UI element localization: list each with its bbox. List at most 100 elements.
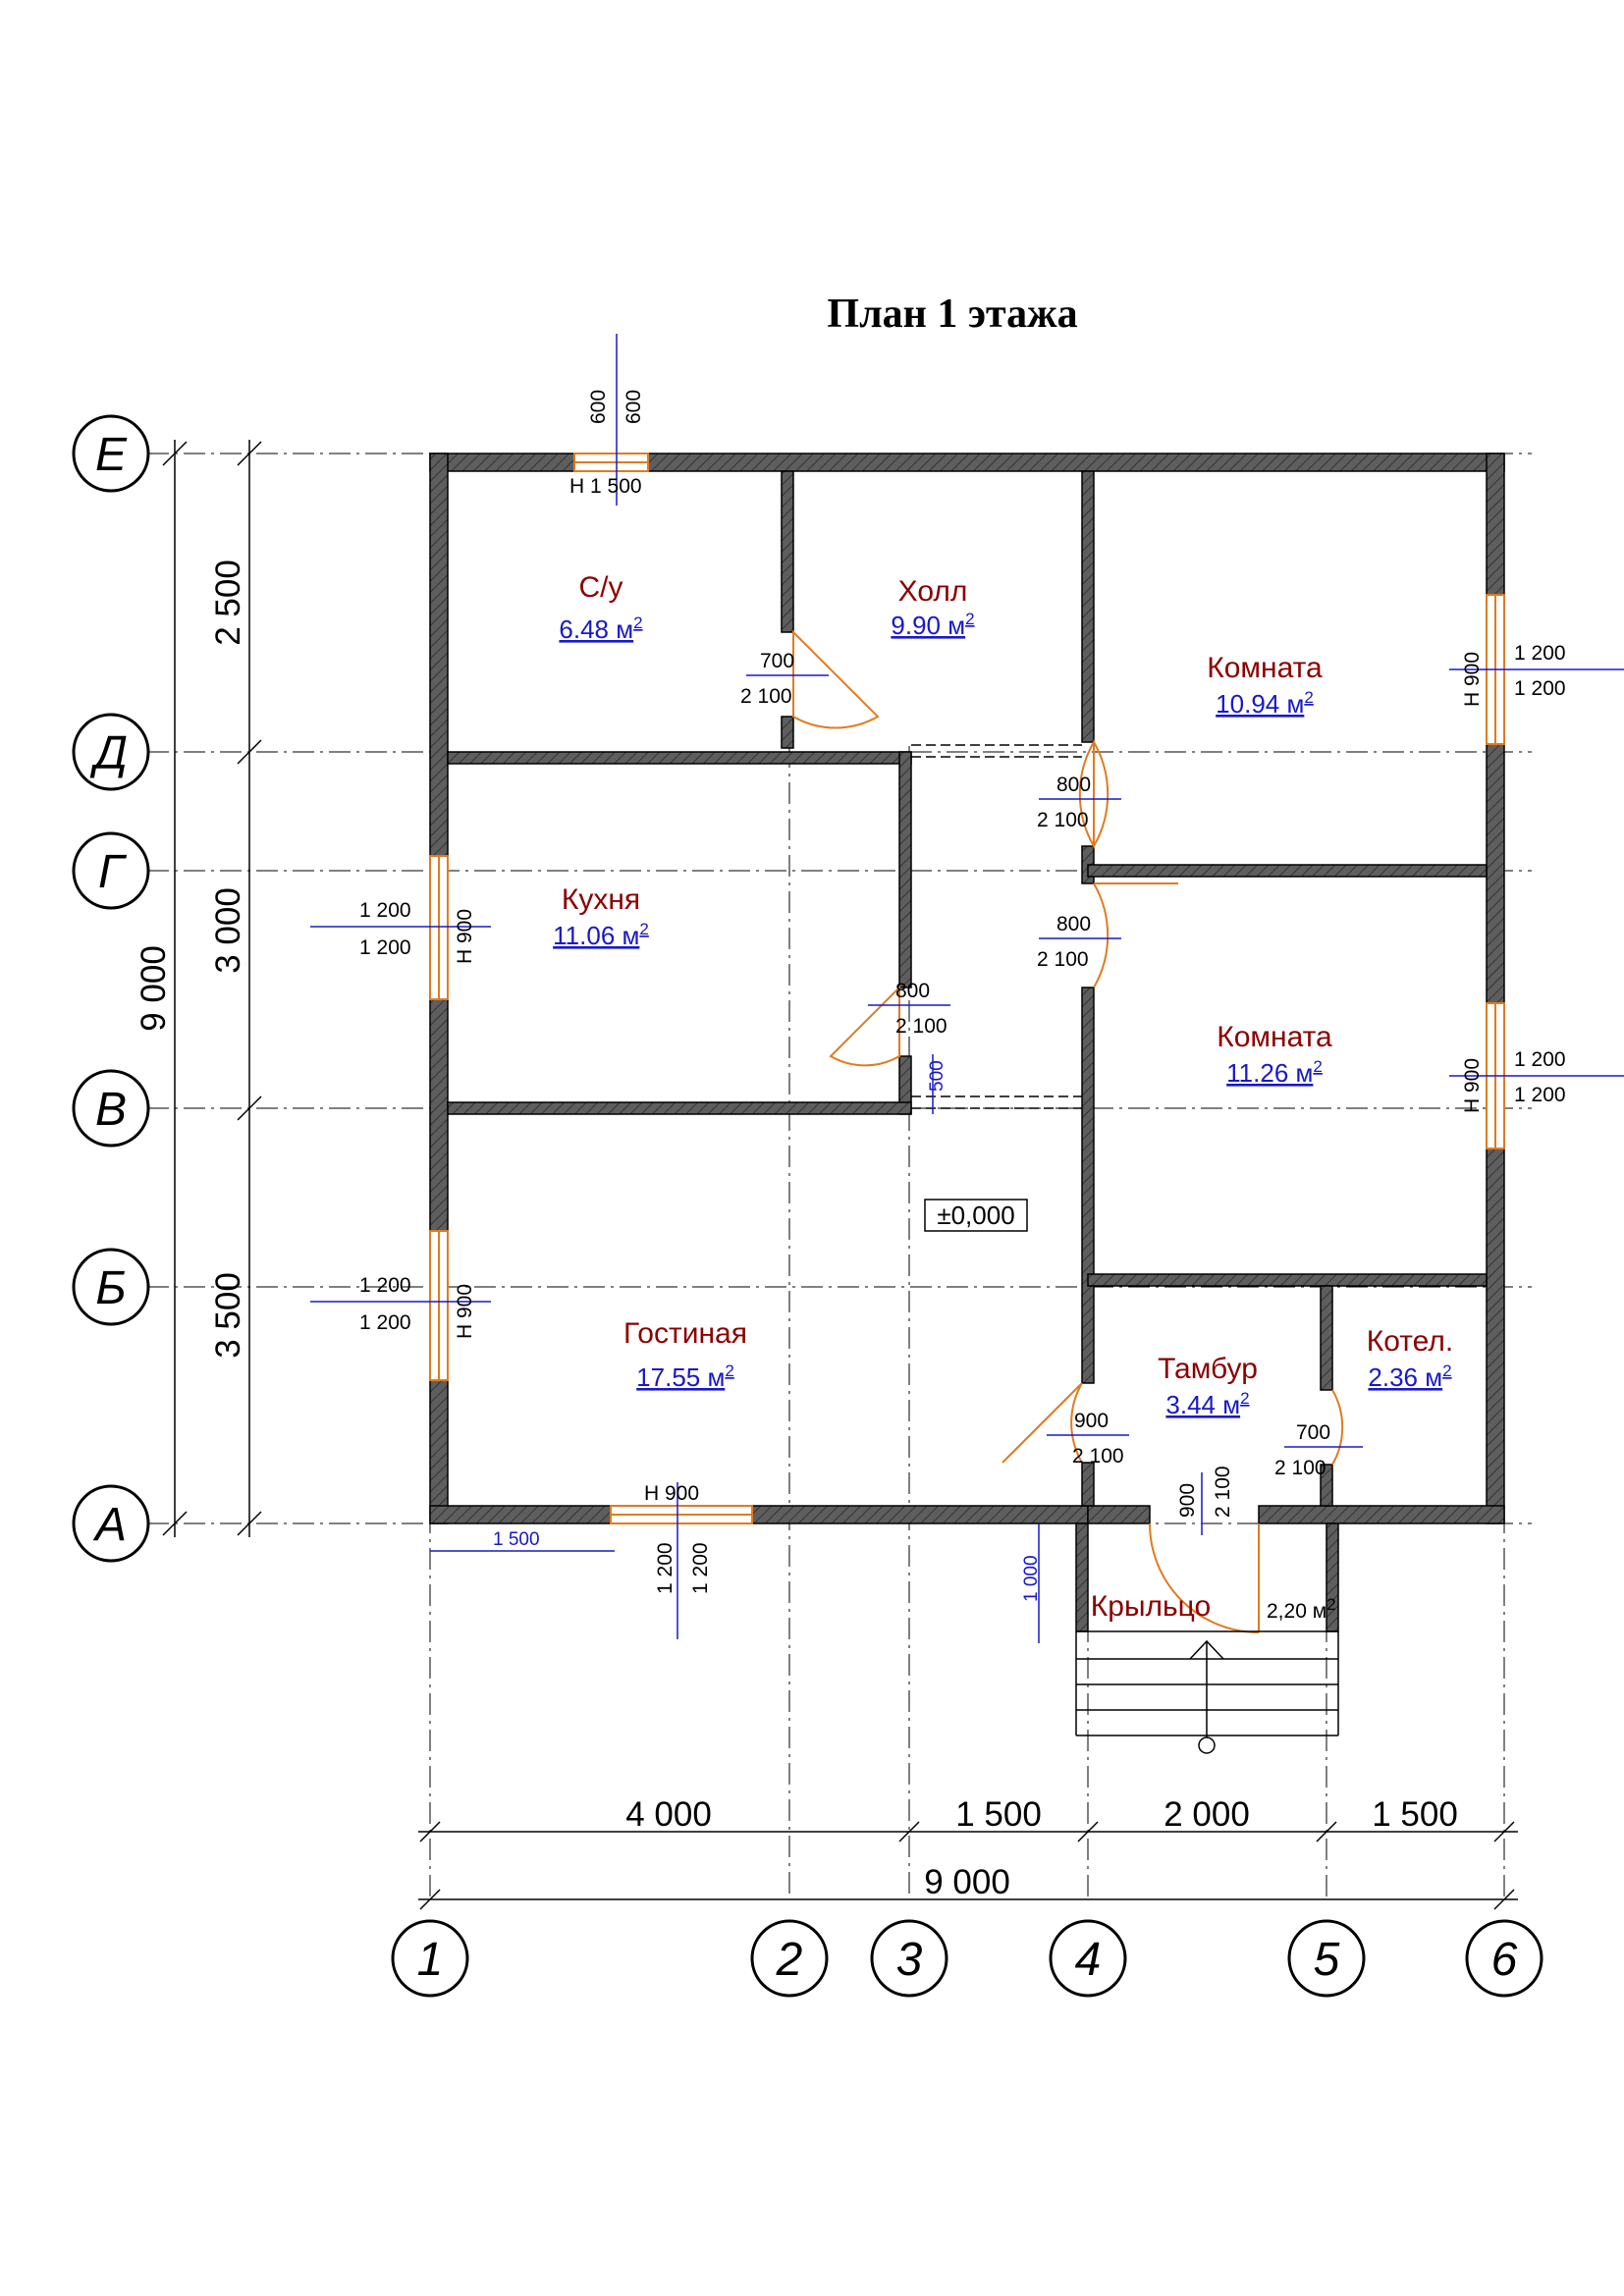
svg-text:1 200: 1 200 xyxy=(359,936,411,959)
left-dimensions xyxy=(162,440,262,1537)
svg-text:1 200: 1 200 xyxy=(1514,1048,1566,1071)
opening-lines xyxy=(911,744,1082,1109)
bottom-dimensions xyxy=(418,1821,1518,1910)
svg-text:Тамбур: Тамбур xyxy=(1158,1353,1258,1385)
dim-bottom-segment-1: 4 000 xyxy=(625,1795,712,1834)
svg-text:600: 600 xyxy=(623,390,645,424)
svg-text:1 200: 1 200 xyxy=(654,1542,677,1594)
axis-marker-E: Е xyxy=(72,414,150,493)
window-top xyxy=(573,453,649,472)
grid-lines xyxy=(147,453,1532,1899)
svg-text:А: А xyxy=(92,1499,127,1551)
svg-text:1 200: 1 200 xyxy=(359,899,411,922)
svg-text:Крыльцо: Крыльцо xyxy=(1091,1590,1211,1623)
svg-text:5: 5 xyxy=(1314,1934,1340,1986)
svg-text:±0,000: ±0,000 xyxy=(937,1201,1014,1230)
svg-text:Е: Е xyxy=(95,429,128,481)
axis-marker-5: 5 xyxy=(1287,1919,1366,1998)
room-porch: Крыльцо 2,20 м2 xyxy=(1091,1590,1336,1623)
svg-text:2 100: 2 100 xyxy=(1037,809,1089,831)
window-left-upper xyxy=(429,855,449,1000)
dim-left-segment-1: 2 500 xyxy=(209,560,247,646)
svg-text:2.36 м2: 2.36 м2 xyxy=(1368,1362,1451,1392)
room-bedroom-lower: Комната 11.26 м2 xyxy=(1217,1021,1332,1088)
svg-text:Холл: Холл xyxy=(898,575,968,608)
svg-text:Н 900: Н 900 xyxy=(454,1284,476,1339)
svg-text:1 200: 1 200 xyxy=(1514,642,1566,665)
axis-marker-1: 1 xyxy=(391,1919,469,1998)
axis-marker-2: 2 xyxy=(750,1919,829,1998)
svg-text:1 200: 1 200 xyxy=(689,1542,712,1594)
blue-dim-lines xyxy=(310,334,1624,1643)
svg-text:800: 800 xyxy=(895,980,930,1002)
svg-text:Г: Г xyxy=(98,846,128,898)
room-bedroom-upper: Комната 10.94 м2 xyxy=(1207,652,1323,719)
svg-text:Н 900: Н 900 xyxy=(644,1482,699,1505)
door-tambur xyxy=(1070,1382,1083,1464)
col-axis-markers: 1 2 3 4 5 6 xyxy=(391,1919,1543,1998)
svg-text:1 500: 1 500 xyxy=(493,1529,540,1550)
dim-left-segment-3: 3 500 xyxy=(209,1272,247,1359)
svg-text:6: 6 xyxy=(1491,1934,1518,1986)
svg-text:Комната: Комната xyxy=(1217,1021,1332,1053)
svg-text:11.26 м2: 11.26 м2 xyxy=(1226,1057,1323,1088)
svg-text:800: 800 xyxy=(1056,913,1091,935)
svg-text:2 100: 2 100 xyxy=(1072,1445,1124,1468)
axis-marker-V: В xyxy=(72,1069,150,1148)
dim-left-segment-2: 3 000 xyxy=(209,887,247,974)
svg-text:10.94 м2: 10.94 м2 xyxy=(1216,688,1314,719)
room-labels: С/у 6.48 м2 Холл 9.90 м2 Комната 10.94 м… xyxy=(553,571,1453,1623)
svg-text:Комната: Комната xyxy=(1207,652,1323,684)
elevation-mark: ±0,000 xyxy=(924,1199,1028,1232)
svg-text:11.06 м2: 11.06 м2 xyxy=(553,920,649,950)
room-living: Гостиная 17.55 м2 xyxy=(623,1317,747,1392)
svg-text:700: 700 xyxy=(1296,1421,1330,1444)
room-vestibule: Тамбур 3.44 м2 xyxy=(1158,1353,1258,1419)
svg-text:700: 700 xyxy=(760,650,794,672)
svg-text:1 200: 1 200 xyxy=(1514,677,1566,700)
svg-text:3: 3 xyxy=(896,1934,923,1986)
door-kotel xyxy=(1331,1389,1344,1466)
windows xyxy=(429,453,1505,1524)
window-bottom xyxy=(610,1505,753,1524)
axis-marker-4: 4 xyxy=(1049,1919,1127,1998)
door-entrance xyxy=(1149,1522,1260,1633)
door-su xyxy=(792,629,880,729)
svg-text:3.44 м2: 3.44 м2 xyxy=(1165,1389,1249,1419)
svg-text:900: 900 xyxy=(1176,1483,1199,1518)
svg-text:1 200: 1 200 xyxy=(359,1274,411,1297)
svg-text:500: 500 xyxy=(927,1060,947,1092)
svg-text:С/у: С/у xyxy=(579,571,623,604)
svg-text:Н 1 500: Н 1 500 xyxy=(569,475,642,498)
dim-bottom-total: 9 000 xyxy=(924,1863,1010,1901)
svg-text:1 200: 1 200 xyxy=(1514,1084,1566,1106)
svg-text:Б: Б xyxy=(95,1262,126,1314)
dim-bottom-segment-2: 1 500 xyxy=(955,1795,1042,1834)
svg-text:2 100: 2 100 xyxy=(895,1015,947,1038)
svg-text:6.48 м2: 6.48 м2 xyxy=(559,614,642,644)
room-kitchen: Кухня 11.06 м2 xyxy=(553,883,649,950)
room-hall: Холл 9.90 м2 xyxy=(891,575,974,640)
svg-text:900: 900 xyxy=(1074,1410,1109,1432)
plan-title: План 1 этажа xyxy=(827,292,1077,337)
svg-text:2 100: 2 100 xyxy=(1037,948,1089,971)
svg-text:2: 2 xyxy=(776,1934,803,1986)
svg-text:2 100: 2 100 xyxy=(1212,1466,1234,1518)
svg-text:9.90 м2: 9.90 м2 xyxy=(891,610,974,640)
axis-marker-6: 6 xyxy=(1465,1919,1543,1998)
svg-text:600: 600 xyxy=(587,390,610,424)
room-su: С/у 6.48 м2 xyxy=(559,571,642,644)
svg-text:Гостиная: Гостиная xyxy=(623,1317,747,1350)
svg-text:2,20 м2: 2,20 м2 xyxy=(1267,1595,1336,1623)
walls xyxy=(429,453,1505,1524)
axis-marker-D: Д xyxy=(72,713,150,791)
svg-text:В: В xyxy=(95,1084,127,1136)
row-axis-markers: Е Д Г В Б А xyxy=(72,414,150,1563)
room-boiler: Котел. 2.36 м2 xyxy=(1367,1325,1453,1392)
door-room-upper-arc xyxy=(1093,741,1110,847)
svg-text:17.55 м2: 17.55 м2 xyxy=(636,1362,734,1392)
svg-text:800: 800 xyxy=(1056,774,1091,796)
svg-text:Котел.: Котел. xyxy=(1367,1325,1453,1358)
svg-text:Д: Д xyxy=(89,727,128,779)
